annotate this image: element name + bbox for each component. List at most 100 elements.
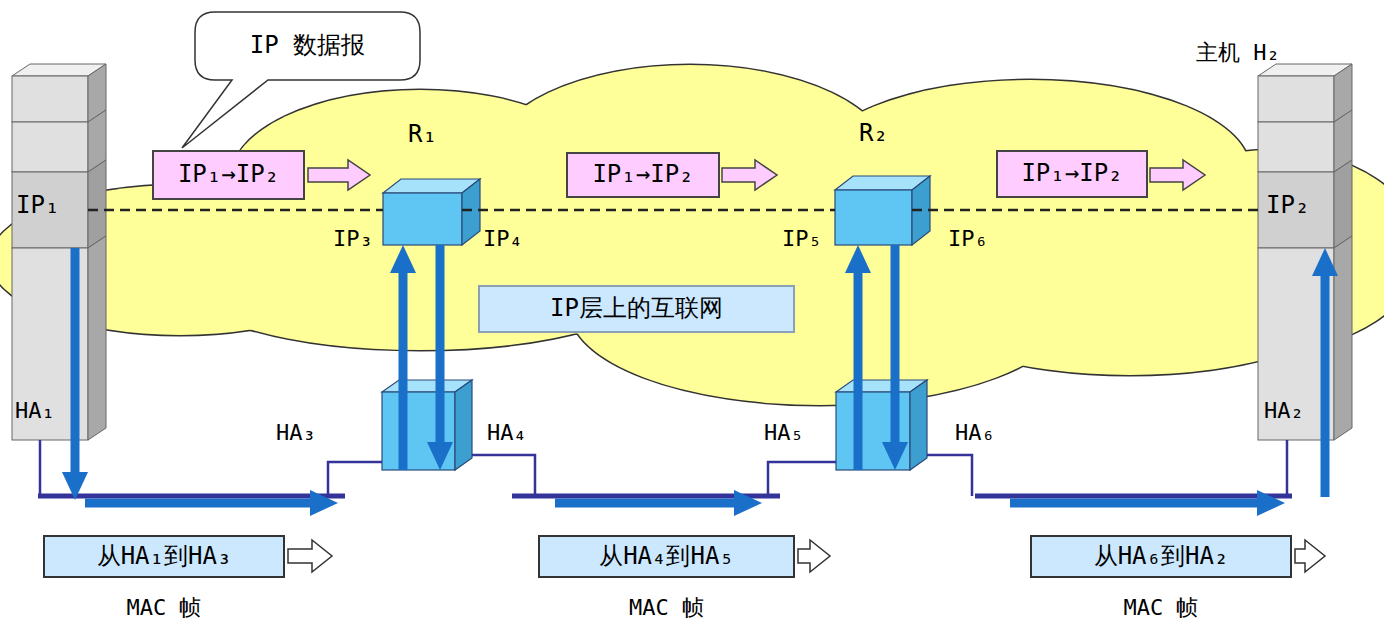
node-text: 从HA₄到HA₅ <box>599 543 734 571</box>
host-side <box>88 236 106 440</box>
host-block <box>12 122 88 172</box>
flow-line <box>891 245 900 444</box>
address-label: IP₆ <box>948 226 988 251</box>
node-caption: MAC 帧 <box>540 595 793 620</box>
wire <box>768 462 836 496</box>
router-side <box>462 179 480 245</box>
frame-path <box>882 245 1338 516</box>
arrowhead <box>310 490 338 516</box>
router-box: R₁ <box>383 193 462 245</box>
logical-link <box>88 210 383 211</box>
host-h1 <box>12 64 106 440</box>
node-text: IP₁→IP₂ <box>178 161 279 189</box>
node-text: IP层上的互联网 <box>550 295 723 323</box>
host-side <box>1334 160 1352 248</box>
hardware-address: HA₁ <box>15 398 55 423</box>
arrowhead <box>734 490 762 516</box>
ip-datagram: IP₁→IP₂ <box>996 150 1148 198</box>
frame-path <box>62 245 416 516</box>
hardware-address: HA₃ <box>276 420 316 445</box>
node-text: 从HA₁到HA₃ <box>97 543 232 571</box>
host-ip-block <box>12 172 88 248</box>
arrowhead <box>390 245 416 273</box>
logical-link <box>912 210 1258 211</box>
flow-line <box>854 271 863 470</box>
hardware-address: HA₅ <box>764 420 804 445</box>
router-r1 <box>382 179 480 470</box>
host-h2 <box>1258 64 1352 440</box>
flow-line <box>555 499 736 508</box>
dashed-line <box>88 209 383 212</box>
host-ip-layer: IP₂ <box>1258 172 1334 248</box>
hollow-arrow <box>1150 160 1205 190</box>
callout-bubble <box>182 12 420 148</box>
wire <box>1286 440 1289 496</box>
node-text: R₂ <box>835 120 912 148</box>
host-ip-layer: IP₁ <box>12 172 88 248</box>
bus-bar <box>975 494 1292 499</box>
router-r2 <box>835 176 930 470</box>
ip-datagram: IP₁→IP₂ <box>152 150 305 200</box>
arrowhead <box>62 472 88 500</box>
hollow-arrow <box>308 160 370 190</box>
node-text: IP₁→IP₂ <box>1021 160 1122 188</box>
internet-box: IP层上的互联网 <box>478 285 795 333</box>
arrowhead <box>882 442 908 470</box>
node-text: IP₁ <box>16 192 59 220</box>
router-box: R₂ <box>835 190 912 245</box>
hardware-address: HA₂ <box>1264 398 1304 423</box>
router-link-side <box>455 380 472 470</box>
wire <box>39 440 42 496</box>
address-label: 主机 H₂ <box>1196 40 1280 65</box>
mac-frame: 从HA₆到HA₂MAC 帧 <box>1030 535 1292 578</box>
node-caption: MAC 帧 <box>1032 595 1290 620</box>
wire <box>472 455 535 496</box>
flow-line <box>85 499 312 508</box>
dashed-line <box>912 209 1258 212</box>
datagram-arrows <box>308 160 1205 190</box>
node-text: IP₁→IP₂ <box>592 161 693 189</box>
arrowhead <box>1312 248 1338 276</box>
node-caption: MAC 帧 <box>45 595 283 620</box>
node-text: IP₂ <box>1266 192 1309 220</box>
address-label: IP₅ <box>782 226 822 251</box>
router-link-side <box>910 380 927 470</box>
frame-arrows <box>288 540 1325 572</box>
node-text: 从HA₆到HA₂ <box>1094 543 1229 571</box>
host-ip-block <box>1258 172 1334 248</box>
router-front <box>835 190 912 245</box>
flow-line <box>1010 499 1259 508</box>
host-block <box>1258 76 1334 122</box>
flow-line <box>1321 274 1330 497</box>
ip-datagram: IP₁→IP₂ <box>566 152 720 198</box>
host-block <box>1258 122 1334 172</box>
hardware-address: HA₄ <box>487 420 527 445</box>
arrowhead <box>1257 490 1285 516</box>
arrowhead <box>427 442 453 470</box>
frame-path <box>427 245 871 516</box>
hollow-arrow <box>722 160 777 190</box>
host-side <box>1334 236 1352 440</box>
mac-frame: 从HA₄到HA₅MAC 帧 <box>538 535 795 578</box>
arrowhead <box>845 245 871 273</box>
flow-line <box>399 271 408 470</box>
bus-bar <box>38 494 345 499</box>
hollow-arrow <box>1295 540 1325 572</box>
address-label: IP₄ <box>483 226 523 251</box>
wire <box>328 462 382 496</box>
hollow-arrow <box>288 540 332 572</box>
host-block <box>12 76 88 122</box>
node-text: IP 数据报 <box>250 32 365 60</box>
hardware-address: HA₆ <box>955 420 995 445</box>
address-label: IP₃ <box>333 226 373 251</box>
callout-box: IP 数据报 <box>195 12 420 80</box>
host-side <box>88 160 106 248</box>
router-front <box>383 193 462 245</box>
flow-line <box>71 248 80 474</box>
node-text: R₁ <box>383 121 462 149</box>
logical-link <box>462 210 835 211</box>
wire <box>927 455 972 496</box>
flow-line <box>436 245 445 444</box>
hollow-arrow <box>798 540 830 572</box>
